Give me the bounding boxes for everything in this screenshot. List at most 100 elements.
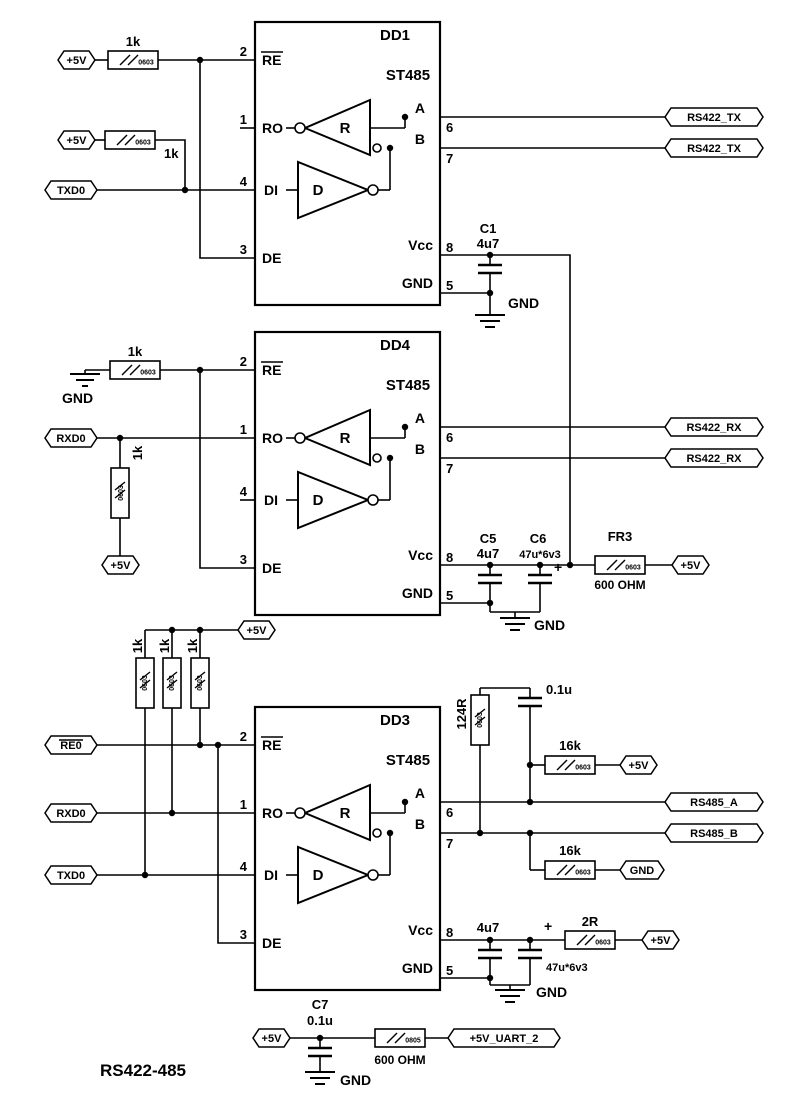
ground-icon xyxy=(475,314,505,328)
dd1-labels: 1k 0603 +5V +5V 1k 0603 TXD0 DD1 ST485 R… xyxy=(57,27,742,311)
resistor-value: 1k xyxy=(128,344,143,359)
pin-name-a: A xyxy=(415,410,425,426)
power-tag xyxy=(671,555,710,575)
pin-number: 8 xyxy=(446,240,453,255)
dd3-labels: +5V 1k 1k 1k 0603 0603 0603 RE0 RXD0 TXD… xyxy=(56,625,738,1000)
pin-number: 5 xyxy=(446,963,453,978)
net-label-gnd: GND xyxy=(630,865,655,877)
resistor-package: 0603 xyxy=(169,675,176,691)
inversion-bubble-icon xyxy=(294,807,306,819)
pin-name-re: RE xyxy=(262,737,281,753)
resistor-value: 16k xyxy=(559,843,581,858)
junction-dots xyxy=(141,626,534,982)
filter-section: C7 0.1u +5V 0805 600 OHM +5V_UART_2 GND … xyxy=(100,997,561,1088)
resistor-package: 0603 xyxy=(595,940,611,947)
pin-number: 6 xyxy=(446,805,453,820)
driver-triangle xyxy=(297,845,371,905)
inversion-bubble-icon xyxy=(294,432,306,444)
cap-value: 4u7 xyxy=(477,546,499,561)
resistor-package: 0603 xyxy=(138,60,154,67)
resistor-0603 xyxy=(162,657,182,709)
pin-name-a: A xyxy=(415,100,425,116)
resistor-0603 xyxy=(470,694,490,746)
inversion-bubble-icon xyxy=(372,828,382,838)
power-tag xyxy=(237,620,276,640)
signal-tag xyxy=(664,138,764,158)
resistor-value: 16k xyxy=(559,738,581,753)
resistor-0603 xyxy=(190,657,210,709)
dd4-section: GND 1k 0603 1k 0603 RXD0 +5V DD4 ST485 R… xyxy=(44,330,764,633)
capacitor-plates xyxy=(478,696,542,960)
resistor-value: 1k xyxy=(164,146,179,161)
pin-number: 3 xyxy=(240,927,247,942)
cap-value: 47u*6v3 xyxy=(519,549,561,561)
gnd-label: GND xyxy=(62,390,93,406)
inversion-bubble-icon xyxy=(294,122,306,134)
pin-name-vcc: Vcc xyxy=(408,547,433,563)
pin-name-ro: RO xyxy=(262,120,283,136)
pin-number: 8 xyxy=(446,925,453,940)
chip-ref: DD1 xyxy=(380,27,410,44)
capacitor-plates xyxy=(478,573,552,585)
pin-number: 5 xyxy=(446,588,453,603)
net-label-plus5v: +5V xyxy=(111,560,132,572)
resistor-hatch-icon xyxy=(576,934,596,946)
pin-number: 7 xyxy=(446,836,453,851)
receiver-triangle xyxy=(302,98,371,157)
pin-name-ro: RO xyxy=(262,805,283,821)
chip-part: ST485 xyxy=(386,752,430,769)
net-label-rxd0: RXD0 xyxy=(56,433,85,445)
gnd-label: GND xyxy=(536,984,567,1000)
pin-name-ro: RO xyxy=(262,430,283,446)
dd1-section: 1k 0603 +5V +5V 1k 0603 TXD0 DD1 ST485 R… xyxy=(44,20,764,565)
pin-name-gnd: GND xyxy=(402,275,433,291)
pin-name-b: B xyxy=(415,131,425,147)
resistor-package: 0805 xyxy=(405,1038,421,1045)
pin-name-de: DE xyxy=(262,250,281,266)
signal-tag xyxy=(44,735,98,755)
signal-tag xyxy=(664,792,764,812)
chip-part: ST485 xyxy=(386,377,430,394)
resistor-package: 0603 xyxy=(575,870,591,877)
receiver-label: R xyxy=(340,430,351,447)
inversion-bubble-icon xyxy=(372,143,382,153)
cap-ref: C7 xyxy=(312,997,329,1012)
pin-name-re: RE xyxy=(262,52,281,68)
resistor-package: 0603 xyxy=(142,675,149,691)
ground-tag xyxy=(619,860,665,880)
net-label-rs485-a: RS485_A xyxy=(690,797,738,809)
schematic-title: RS422-485 xyxy=(100,1061,186,1080)
resistor-package: 0603 xyxy=(625,565,641,572)
resistor-package: 0603 xyxy=(118,485,125,501)
pin-name-gnd: GND xyxy=(402,960,433,976)
ground-icon xyxy=(70,373,530,631)
pin-number: 2 xyxy=(240,44,247,59)
net-label-rs422-rx: RS422_RX xyxy=(686,422,742,434)
pin-number: 4 xyxy=(240,174,248,189)
resistor-0603 xyxy=(135,657,155,709)
resistor-hatch-icon xyxy=(121,364,141,376)
resistor-value: 1k xyxy=(130,445,145,460)
net-label-txd0: TXD0 xyxy=(57,185,85,197)
gnd-label: GND xyxy=(534,617,565,633)
resistor-hatch-icon xyxy=(556,864,576,876)
resistor-value: 1k xyxy=(185,638,200,653)
ferrite-value: 600 OHM xyxy=(594,578,645,592)
inversion-bubble-icon xyxy=(372,453,382,463)
power-tag xyxy=(252,1028,291,1048)
signal-tag xyxy=(664,107,764,127)
gnd-label: GND xyxy=(340,1072,371,1088)
driver-label: D xyxy=(313,182,324,199)
net-label-rs485-b: RS485_B xyxy=(690,828,738,840)
pin-number: 6 xyxy=(446,120,453,135)
pin-name-a: A xyxy=(415,785,425,801)
resistor-package: 0603 xyxy=(575,765,591,772)
signal-tag xyxy=(44,180,98,200)
signal-tag xyxy=(44,428,98,448)
resistor-hatch-icon xyxy=(606,559,626,571)
net-label-plus5v: +5V xyxy=(67,55,88,67)
receiver-label: R xyxy=(340,120,351,137)
signal-tag xyxy=(664,448,764,468)
pin-number: 5 xyxy=(446,278,453,293)
